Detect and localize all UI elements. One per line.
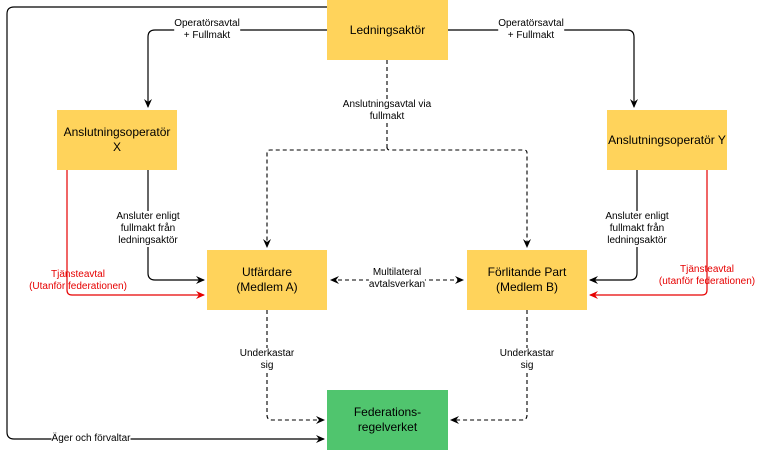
edge-tjansteavtal-y: [589, 170, 708, 299]
label-anslutningsavtal: Anslutningsavtal via fullmakt: [342, 99, 432, 123]
node-ledningsaktor[interactable]: Ledningsaktör: [327, 0, 448, 60]
label-ansluter-left: Ansluter enligt fullmakt från ledningsak…: [116, 211, 180, 247]
node-utfardare[interactable]: Utfärdare (Medlem A): [207, 250, 327, 310]
label-ager-och-forvaltar: Äger och förvaltar: [51, 433, 131, 445]
label-operatorsavtal-left: Operatörsavtal + Fullmakt: [174, 18, 240, 42]
edge-ager-och-forvaltar: [6, 6, 327, 443]
edge-tjansteavtal-x: [66, 170, 205, 299]
edge-anslutningsavtal-right: [386, 146, 531, 248]
label-operatorsavtal-right: Operatörsavtal + Fullmakt: [498, 18, 564, 42]
label-tjansteavtal-right: Tjänsteavtal (utanför federationen): [658, 264, 756, 287]
node-regelverk-label: Federations- regelverket: [353, 405, 422, 434]
edge-ledning-to-operator-x: [144, 29, 327, 108]
edge-underkastar-b: [450, 310, 528, 424]
edge-ansluter-y: [589, 170, 638, 284]
node-anslutningsoperator-x[interactable]: Anslutningsoperatör X: [57, 110, 177, 170]
node-forlitande-label: Förlitande Part (Medlem B): [487, 265, 567, 294]
node-anslutningsoperator-y[interactable]: Anslutningsoperatör Y: [607, 110, 727, 170]
edge-ansluter-x: [147, 170, 205, 284]
edge-underkastar-a: [266, 310, 325, 424]
label-underkastar-right: Underkastar sig: [499, 348, 555, 372]
node-federationsregelverket[interactable]: Federations- regelverket: [327, 390, 448, 450]
node-operator-y-label: Anslutningsoperatör Y: [608, 132, 726, 147]
label-multilateral: Multilateral avtalsverkan: [368, 267, 426, 291]
label-ansluter-right: Ansluter enligt fullmakt från ledningsak…: [605, 211, 669, 247]
node-operator-x-label: Anslutningsoperatör X: [63, 125, 171, 154]
label-underkastar-left: Underkastar sig: [239, 348, 295, 372]
node-forlitande-part[interactable]: Förlitande Part (Medlem B): [467, 250, 587, 310]
edge-ledning-to-operator-y: [448, 29, 638, 108]
label-tjansteavtal-left: Tjänsteavtal (Utanför federationen): [29, 269, 127, 292]
node-utfardare-label: Utfärdare (Medlem A): [236, 265, 298, 294]
node-ledningsaktor-label: Ledningsaktör: [349, 22, 426, 37]
edge-anslutningsavtal: [263, 60, 388, 248]
